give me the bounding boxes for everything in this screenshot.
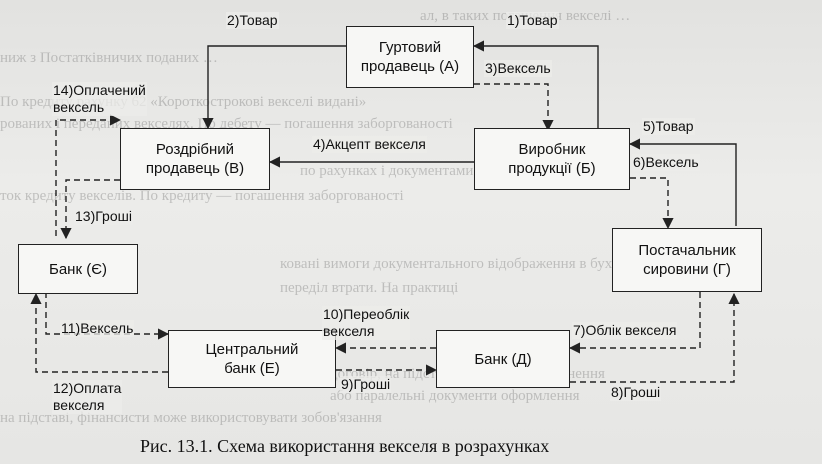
label-flow-4: 4)Акцепт векселя bbox=[312, 136, 427, 153]
arrow-13-money bbox=[60, 179, 120, 240]
svg-text:на підставі, фінансисти може в: на підставі, фінансисти може використову… bbox=[0, 410, 382, 426]
arrow-12-payment bbox=[30, 292, 168, 373]
label-flow-5: 5)Товар bbox=[642, 118, 695, 135]
svg-text:переділ втрати. На практиці: переділ втрати. На практиці bbox=[280, 280, 458, 296]
label-flow-7: 7)Облік векселя bbox=[572, 322, 678, 339]
figure-caption: Рис. 13.1. Схема використання векселя в … bbox=[140, 436, 550, 456]
svg-text:ковані вимоги документального: ковані вимоги документального відображен… bbox=[280, 256, 698, 272]
node-retailer: Роздрібний продавець (В) bbox=[120, 128, 270, 190]
label-flow-12: 12)Оплата векселя bbox=[52, 380, 123, 414]
arrow-3-bill bbox=[474, 83, 554, 132]
node-producer: Виробник продукції (Б) bbox=[474, 128, 630, 190]
label-flow-3: 3)Вексель bbox=[484, 60, 552, 77]
label-flow-2: 2)Товар bbox=[226, 12, 279, 29]
svg-text:ток кредиту векселів. По креди: ток кредиту векселів. По кредиту — погаш… bbox=[0, 188, 404, 204]
node-central-bank: Центральний банк (Е) bbox=[168, 330, 336, 388]
label-flow-11: 11)Вексель bbox=[60, 320, 135, 337]
label-flow-6: 6)Вексель bbox=[632, 154, 700, 171]
label-flow-8: 8)Гроші bbox=[610, 384, 662, 401]
arrow-6-bill bbox=[630, 177, 674, 230]
arrow-8-money bbox=[570, 292, 740, 383]
node-supplier: Постачальник сировини (Г) bbox=[612, 228, 762, 292]
label-flow-14: 14)Оплачений вексель bbox=[52, 82, 147, 116]
label-flow-10: 10)Переоблік векселя bbox=[322, 306, 411, 340]
node-bank-d: Банк (Д) bbox=[436, 330, 570, 388]
svg-text:ниж з Постатківничих поданих …: ниж з Постатківничих поданих … bbox=[0, 50, 218, 66]
label-flow-1: 1)Товар bbox=[506, 12, 559, 29]
label-flow-13: 13)Гроші bbox=[74, 208, 133, 225]
node-bank-ye: Банк (Є) bbox=[18, 244, 138, 294]
arrow-14-paid-bill bbox=[55, 114, 122, 236]
node-wholesaler: Гуртовий продавець (А) bbox=[346, 26, 474, 88]
arrow-5-goods bbox=[628, 138, 737, 226]
svg-text:або паралельні документи оформ: або паралельні документи оформлення bbox=[330, 388, 580, 404]
svg-text:по рахунках і документами …: по рахунках і документами … bbox=[300, 163, 492, 179]
arrow-7-discount bbox=[568, 292, 701, 354]
arrow-1-goods bbox=[472, 40, 599, 140]
arrow-2-goods bbox=[202, 45, 346, 130]
label-flow-9: 9)Гроші bbox=[340, 376, 392, 393]
